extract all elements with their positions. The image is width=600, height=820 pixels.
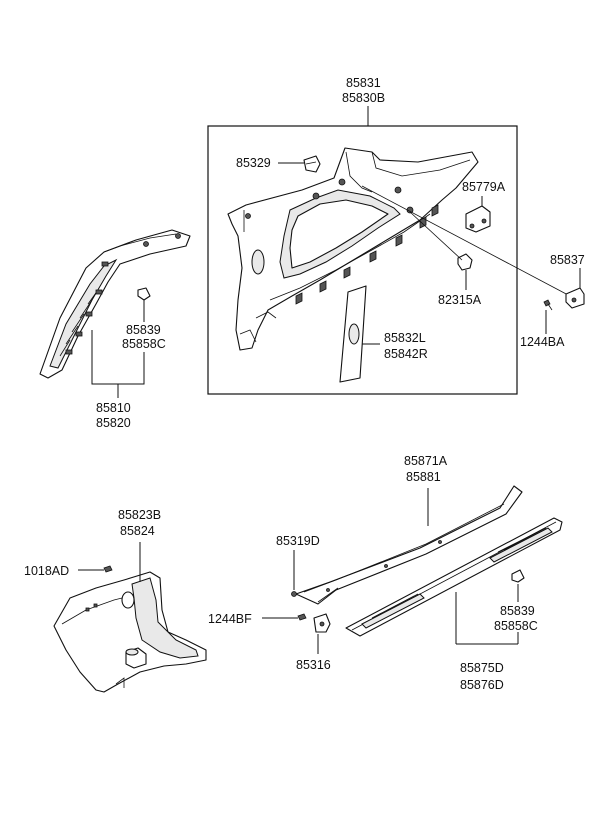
clip-85316 [313,613,331,633]
label-85839-lower: 85839 [500,604,535,618]
label-85824: 85824 [120,524,155,538]
label-85316: 85316 [296,658,331,672]
label-1244BA: 1244BA [520,335,565,349]
label-85329: 85329 [236,156,271,170]
label-85830B: 85830B [342,91,385,105]
strip-85832L [339,285,367,383]
label-85319D: 85319D [276,534,320,548]
assembly-frame-box [207,125,518,395]
clip-82315A [457,253,473,271]
label-85881: 85881 [406,470,441,484]
label-85839-upper: 85839 [126,323,161,337]
label-85810: 85810 [96,401,131,415]
kick-panel-85823B [53,571,207,693]
bracket-85837 [565,287,585,309]
label-1244BF: 1244BF [208,612,252,626]
label-85858C-lower: 85858C [494,619,538,633]
clip-85839-lower [511,569,525,583]
label-85823B: 85823B [118,508,161,522]
label-85842R: 85842R [384,347,428,361]
quarter-trim-panel [227,147,479,351]
label-82315A: 82315A [438,293,482,307]
sill-rail-85871A [295,485,523,605]
label-85779A: 85779A [462,180,506,194]
screw-85319D [291,591,297,597]
dashed-guide-1 [409,211,463,261]
pad-85779A [465,205,491,233]
label-85831: 85831 [346,76,381,90]
label-85875D: 85875D [460,661,504,675]
clip-85329 [303,155,321,173]
label-85876D: 85876D [460,678,504,692]
scuff-plate-85875D [345,517,563,637]
pillar-trim [39,229,191,379]
dashed-guide-2 [361,185,571,297]
screw-1244BA [543,299,553,311]
leader-85810-group [91,330,145,398]
label-85832L: 85832L [384,331,426,345]
label-85837: 85837 [550,253,585,267]
label-85871A: 85871A [404,454,448,468]
screw-1018AD [103,565,113,573]
clip-85839-upper [137,287,151,301]
label-1018AD: 1018AD [24,564,69,578]
label-85820: 85820 [96,416,131,430]
label-85858C-upper: 85858C [122,337,166,351]
screw-1244BF [297,613,307,621]
